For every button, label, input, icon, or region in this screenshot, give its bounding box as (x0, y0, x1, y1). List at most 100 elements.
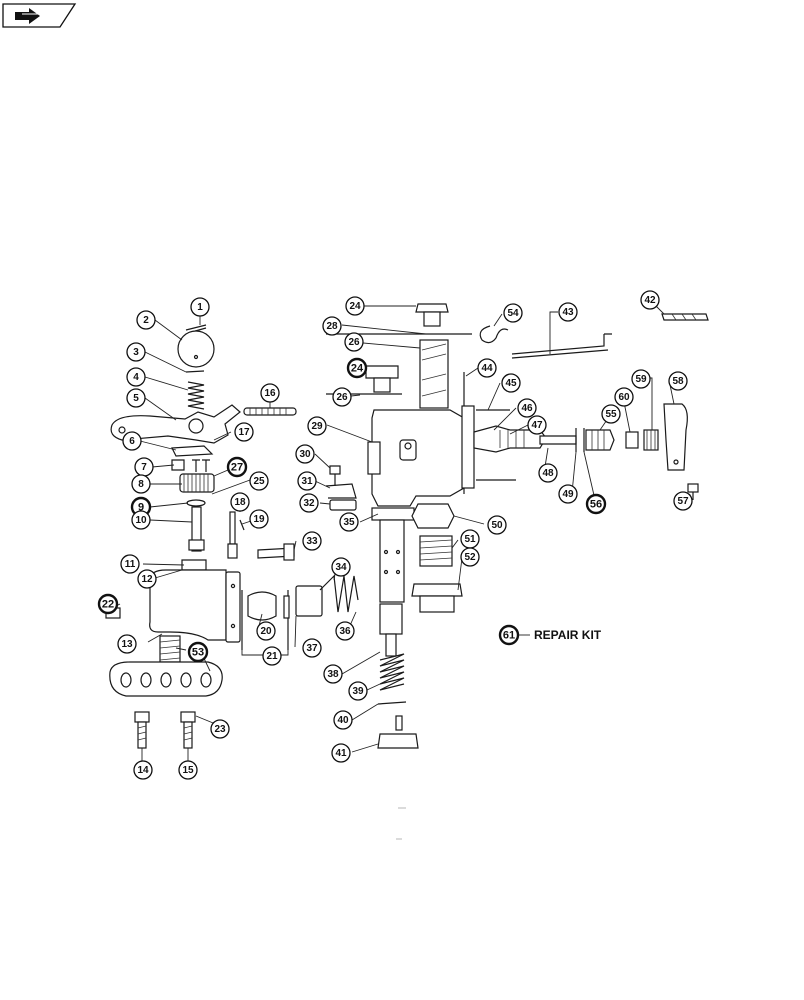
callout-number: 50 (491, 520, 503, 531)
callout-20: 20 (256, 621, 276, 641)
callout-17: 17 (234, 422, 254, 442)
callout-50: 50 (487, 515, 507, 535)
callout-2: 2 (136, 310, 156, 330)
callout-18: 18 (230, 492, 250, 512)
callout-number: 18 (234, 497, 246, 508)
callout-number: 59 (635, 374, 647, 385)
callout-11: 11 (120, 554, 140, 574)
callout-25: 25 (249, 471, 269, 491)
callout-number: 58 (672, 376, 684, 387)
callout-37: 37 (302, 638, 322, 658)
callout-35: 35 (339, 512, 359, 532)
callout-number: 45 (505, 378, 517, 389)
callout-number: 43 (562, 307, 574, 318)
callout-12: 12 (137, 569, 157, 589)
callout-number: 46 (521, 403, 533, 414)
callout-26: 26 (332, 387, 352, 407)
callout-28: 28 (322, 316, 342, 336)
callout-number: 4 (133, 372, 139, 383)
callout-number: 28 (326, 321, 338, 332)
callout-19: 19 (249, 509, 269, 529)
callout-29: 29 (307, 416, 327, 436)
callout-23: 23 (210, 719, 230, 739)
callout-number: 49 (562, 489, 574, 500)
callout-number: 10 (135, 515, 147, 526)
callout-number: 15 (182, 765, 194, 776)
callout-number: 24 (349, 301, 361, 312)
governor-assembly (105, 324, 359, 749)
callout-number: 6 (129, 436, 135, 447)
callout-number: 53 (192, 647, 204, 659)
callout-number: 61 (503, 630, 515, 642)
callout-5: 5 (126, 388, 146, 408)
callout-number: 14 (137, 765, 149, 776)
pump-body-assembly (325, 303, 585, 749)
callout-44: 44 (477, 358, 497, 378)
callout-number: 41 (335, 748, 347, 759)
callout-number: 33 (306, 536, 318, 547)
callout-number: 44 (481, 363, 493, 374)
callout-55: 55 (601, 404, 621, 424)
callout-number: 34 (335, 562, 347, 573)
callout-22: 22 (97, 593, 119, 615)
callout-1: 1 (190, 297, 210, 317)
callout-number: 31 (301, 476, 313, 487)
callout-number: 12 (141, 574, 153, 585)
callout-7: 7 (134, 457, 154, 477)
leader-lines (111, 299, 691, 762)
callout-number: 27 (231, 462, 243, 474)
callout-53: 53 (187, 641, 209, 663)
callout-number: 26 (336, 392, 348, 403)
callout-34: 34 (331, 557, 351, 577)
callout-24: 24 (345, 296, 365, 316)
callout-number: 9 (138, 502, 144, 514)
callout-47: 47 (527, 415, 547, 435)
callout-46: 46 (517, 398, 537, 418)
cover-disc (177, 330, 215, 368)
callout-56: 56 (585, 493, 607, 515)
callout-number: 17 (238, 427, 250, 438)
callout-number: 26 (348, 337, 360, 348)
linkage-assembly (479, 313, 709, 500)
callout-number: 5 (133, 393, 139, 404)
callout-61: 61 (498, 624, 520, 646)
callout-40: 40 (333, 710, 353, 730)
callout-16: 16 (260, 383, 280, 403)
callout-33: 33 (302, 531, 322, 551)
callout-number: 48 (542, 468, 554, 479)
callout-number: 19 (253, 514, 265, 525)
callout-36: 36 (335, 621, 355, 641)
callout-54: 54 (503, 303, 523, 323)
callout-number: 13 (121, 639, 133, 650)
callout-number: 57 (677, 496, 689, 507)
callout-number: 3 (133, 347, 139, 358)
callout-39: 39 (348, 681, 368, 701)
callout-30: 30 (295, 444, 315, 464)
callout-number: 25 (253, 476, 265, 487)
callout-42: 42 (640, 290, 660, 310)
callout-6: 6 (122, 431, 142, 451)
callout-13: 13 (117, 634, 137, 654)
repair-kit-label: REPAIR KIT (534, 628, 602, 642)
callout-24: 24 (346, 357, 368, 379)
callout-number: 40 (337, 715, 349, 726)
next-page-button[interactable] (2, 3, 77, 28)
callout-number: 60 (618, 392, 630, 403)
callout-45: 45 (501, 373, 521, 393)
callout-number: 8 (138, 479, 144, 490)
callout-number: 1 (197, 302, 203, 313)
callout-10: 10 (131, 510, 151, 530)
callout-52: 52 (460, 547, 480, 567)
callout-41: 41 (331, 743, 351, 763)
callout-27: 27 (226, 456, 248, 478)
callout-4: 4 (126, 367, 146, 387)
callout-number: 35 (343, 517, 355, 528)
forward-arrow-icon (15, 8, 40, 24)
callout-32: 32 (299, 493, 319, 513)
callout-number: 51 (464, 534, 476, 545)
callout-number: 37 (306, 643, 318, 654)
callout-58: 58 (668, 371, 688, 391)
callout-8: 8 (131, 474, 151, 494)
